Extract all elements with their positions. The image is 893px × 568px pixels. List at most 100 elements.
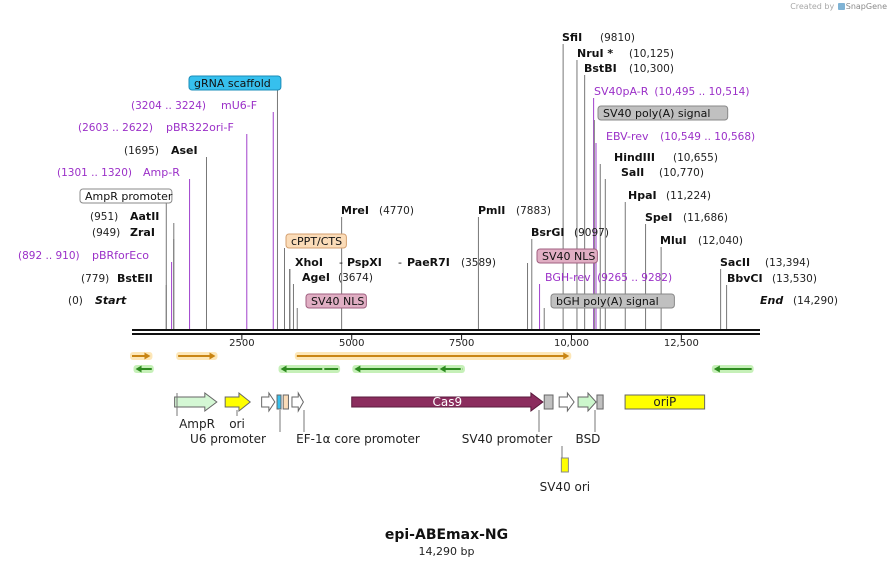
enzyme-label-pspxi: PspXI	[347, 256, 382, 269]
feature-label-u6-promoter: U6 promoter	[190, 432, 266, 446]
feature-ori	[224, 391, 252, 413]
feature-label-sv40-ori: SV40 ori	[540, 480, 591, 494]
coord-label-pbr322ori-f: (2603 .. 2622)	[78, 122, 153, 134]
coord-label-sacii: (13,394)	[765, 257, 810, 269]
primer-arrow-head	[354, 365, 361, 373]
ruler-tick-label: 12,500	[664, 338, 699, 349]
feature-tag-bgh-poly-a-signal: bGH poly(A) signal	[556, 295, 659, 308]
feature-tag-box-ampr-promoter	[79, 188, 173, 204]
primer-arrow-head	[144, 352, 151, 360]
feature-tag-box-sv40-nls	[305, 293, 367, 309]
feature-tag-grna-scaffold: gRNA scaffold	[194, 77, 271, 90]
primer-arrow-head	[280, 365, 287, 373]
coord-label-spei: (11,686)	[683, 212, 728, 224]
snapgene-logo-icon	[837, 3, 845, 10]
ruler-tick-label: 7500	[449, 338, 474, 349]
feature-bgh	[543, 394, 554, 410]
primer-arrow-head	[209, 352, 216, 360]
coord-label-bgh-rev: (9265 .. 9282)	[597, 272, 672, 284]
enzyme-label-asei: AseI	[171, 144, 198, 157]
coord-label-mlui: (12,040)	[698, 235, 743, 247]
coord-label-agei: (3674)	[338, 272, 373, 284]
coord-label-amp-r: (1301 .. 1320)	[57, 167, 132, 179]
feature-label-ampr: AmpR	[179, 417, 215, 431]
feature-tag-cppt-cts: cPPT/CTS	[291, 235, 342, 248]
created-by-branding: Created by SnapGene	[790, 2, 887, 11]
enzyme-label-xhoi: XhoI	[295, 256, 323, 269]
snapgene-brand-text: SnapGene	[845, 2, 887, 11]
feature-label-orip: oriP	[653, 395, 676, 409]
enzyme-label-zrai: ZraI	[130, 226, 155, 239]
coord-label-bstbi: (10,300)	[629, 63, 674, 75]
created-by-text: Created by	[790, 2, 835, 11]
coord-label-pmli: (7883)	[516, 205, 551, 217]
coord-label-sali: (10,770)	[659, 167, 704, 179]
enzyme-label-paer7i: PaeR7I	[407, 256, 450, 269]
feature-orip	[624, 394, 706, 410]
feature-tag-box-grna-scaffold	[188, 75, 282, 91]
feature-label-ef-1a-core-promoter: EF-1α core promoter	[296, 432, 420, 446]
feature-label-sv40-promoter: SV40 promoter	[462, 432, 553, 446]
feature-label-cas9: Cas9	[433, 395, 463, 409]
feature-tag-sv40-poly-a-signal: SV40 poly(A) signal	[603, 107, 710, 120]
ruler-tick-label: 5000	[339, 338, 364, 349]
enzyme-label-agei: AgeI	[302, 271, 330, 284]
feature-tag-sv40-nls: SV40 NLS	[542, 250, 595, 263]
primer-arrow-head	[439, 365, 446, 373]
coord-label-asei: (1695)	[124, 145, 159, 157]
feature-sv40-pa	[596, 394, 604, 410]
feature-tag-box-cppt-cts	[285, 233, 347, 249]
coord-label-bsrgi: (9097)	[574, 227, 609, 239]
feature-label-ori: ori	[229, 417, 245, 431]
feature-ef-1a-core-promoter	[291, 391, 304, 413]
feature-u6-promoter	[261, 391, 276, 413]
primer-track	[130, 352, 754, 373]
coord-label-start: (0)	[68, 295, 83, 307]
feature-cas9	[351, 392, 544, 412]
site-labels: Start(0)BstEII(779)pBRforEco(892 .. 910)…	[18, 31, 838, 309]
enzyme-label-hpai: HpaI	[628, 189, 657, 202]
enzyme-label-bsrgi: BsrGI	[531, 226, 564, 239]
enzyme-label-aatii: AatII	[130, 210, 159, 223]
coord-label-bbvci: (13,530)	[772, 273, 817, 285]
enzyme-separator-dash: -	[339, 256, 343, 269]
coord-label-ebv-rev: (10,549 .. 10,568)	[660, 131, 755, 143]
coord-label-bsteii: (779)	[81, 273, 109, 285]
primer-arrow-head	[713, 365, 720, 373]
feature-tag-sv40-nls: SV40 NLS	[311, 295, 364, 308]
enzyme-label-spei: SpeI	[645, 211, 672, 224]
enzyme-label-mrei: MreI	[341, 204, 369, 217]
coord-label-nrui: (10,125)	[629, 48, 674, 60]
feature-bsd	[577, 391, 597, 413]
primer-label-ebv-rev: EBV-rev	[606, 130, 649, 143]
enzyme-label-bsteii: BstEII	[117, 272, 153, 285]
feature-label-bsd: BSD	[576, 432, 601, 446]
feature-tag-box-sv40-poly-a-signal	[597, 105, 729, 121]
coord-label-mu6-f: (3204 .. 3224)	[131, 100, 206, 112]
coord-label-hindiii: (10,655)	[673, 152, 718, 164]
enzyme-label-bbvci: BbvCI	[727, 272, 763, 285]
primer-label-pbr322ori-f: pBR322ori-F	[166, 121, 234, 134]
enzyme-label-hindiii: HindIII	[614, 151, 655, 164]
coord-label-sfii: (9810)	[600, 32, 635, 44]
primer-label-sv40pa-r: SV40pA-R	[594, 85, 649, 98]
primer-label-amp-r: Amp-R	[143, 166, 180, 179]
enzyme-separator-dash: -	[398, 256, 402, 269]
enzyme-label-sacii: SacII	[720, 256, 750, 269]
primer-label-bgh-rev: BGH-rev	[545, 271, 591, 284]
coord-label-zrai: (949)	[92, 227, 120, 239]
ruler-tick-label: 10,000	[554, 338, 589, 349]
primer-arrow-head	[135, 365, 142, 373]
feature-tag-box-bgh-poly-a-signal	[550, 293, 675, 309]
feature-tag-box-sv40-nls	[536, 248, 598, 264]
coord-label-sv40pa-r: (10,495 .. 10,514)	[654, 86, 749, 98]
coord-label-mrei: (4770)	[379, 205, 414, 217]
feature-ampr	[174, 392, 218, 412]
coord-label-hpai: (11,224)	[666, 190, 711, 202]
primer-label-mu6-f: mU6-F	[221, 99, 257, 112]
coord-label-paer7i: (3589)	[461, 257, 496, 269]
primer-label-pbrforeco: pBRforEco	[92, 249, 149, 262]
